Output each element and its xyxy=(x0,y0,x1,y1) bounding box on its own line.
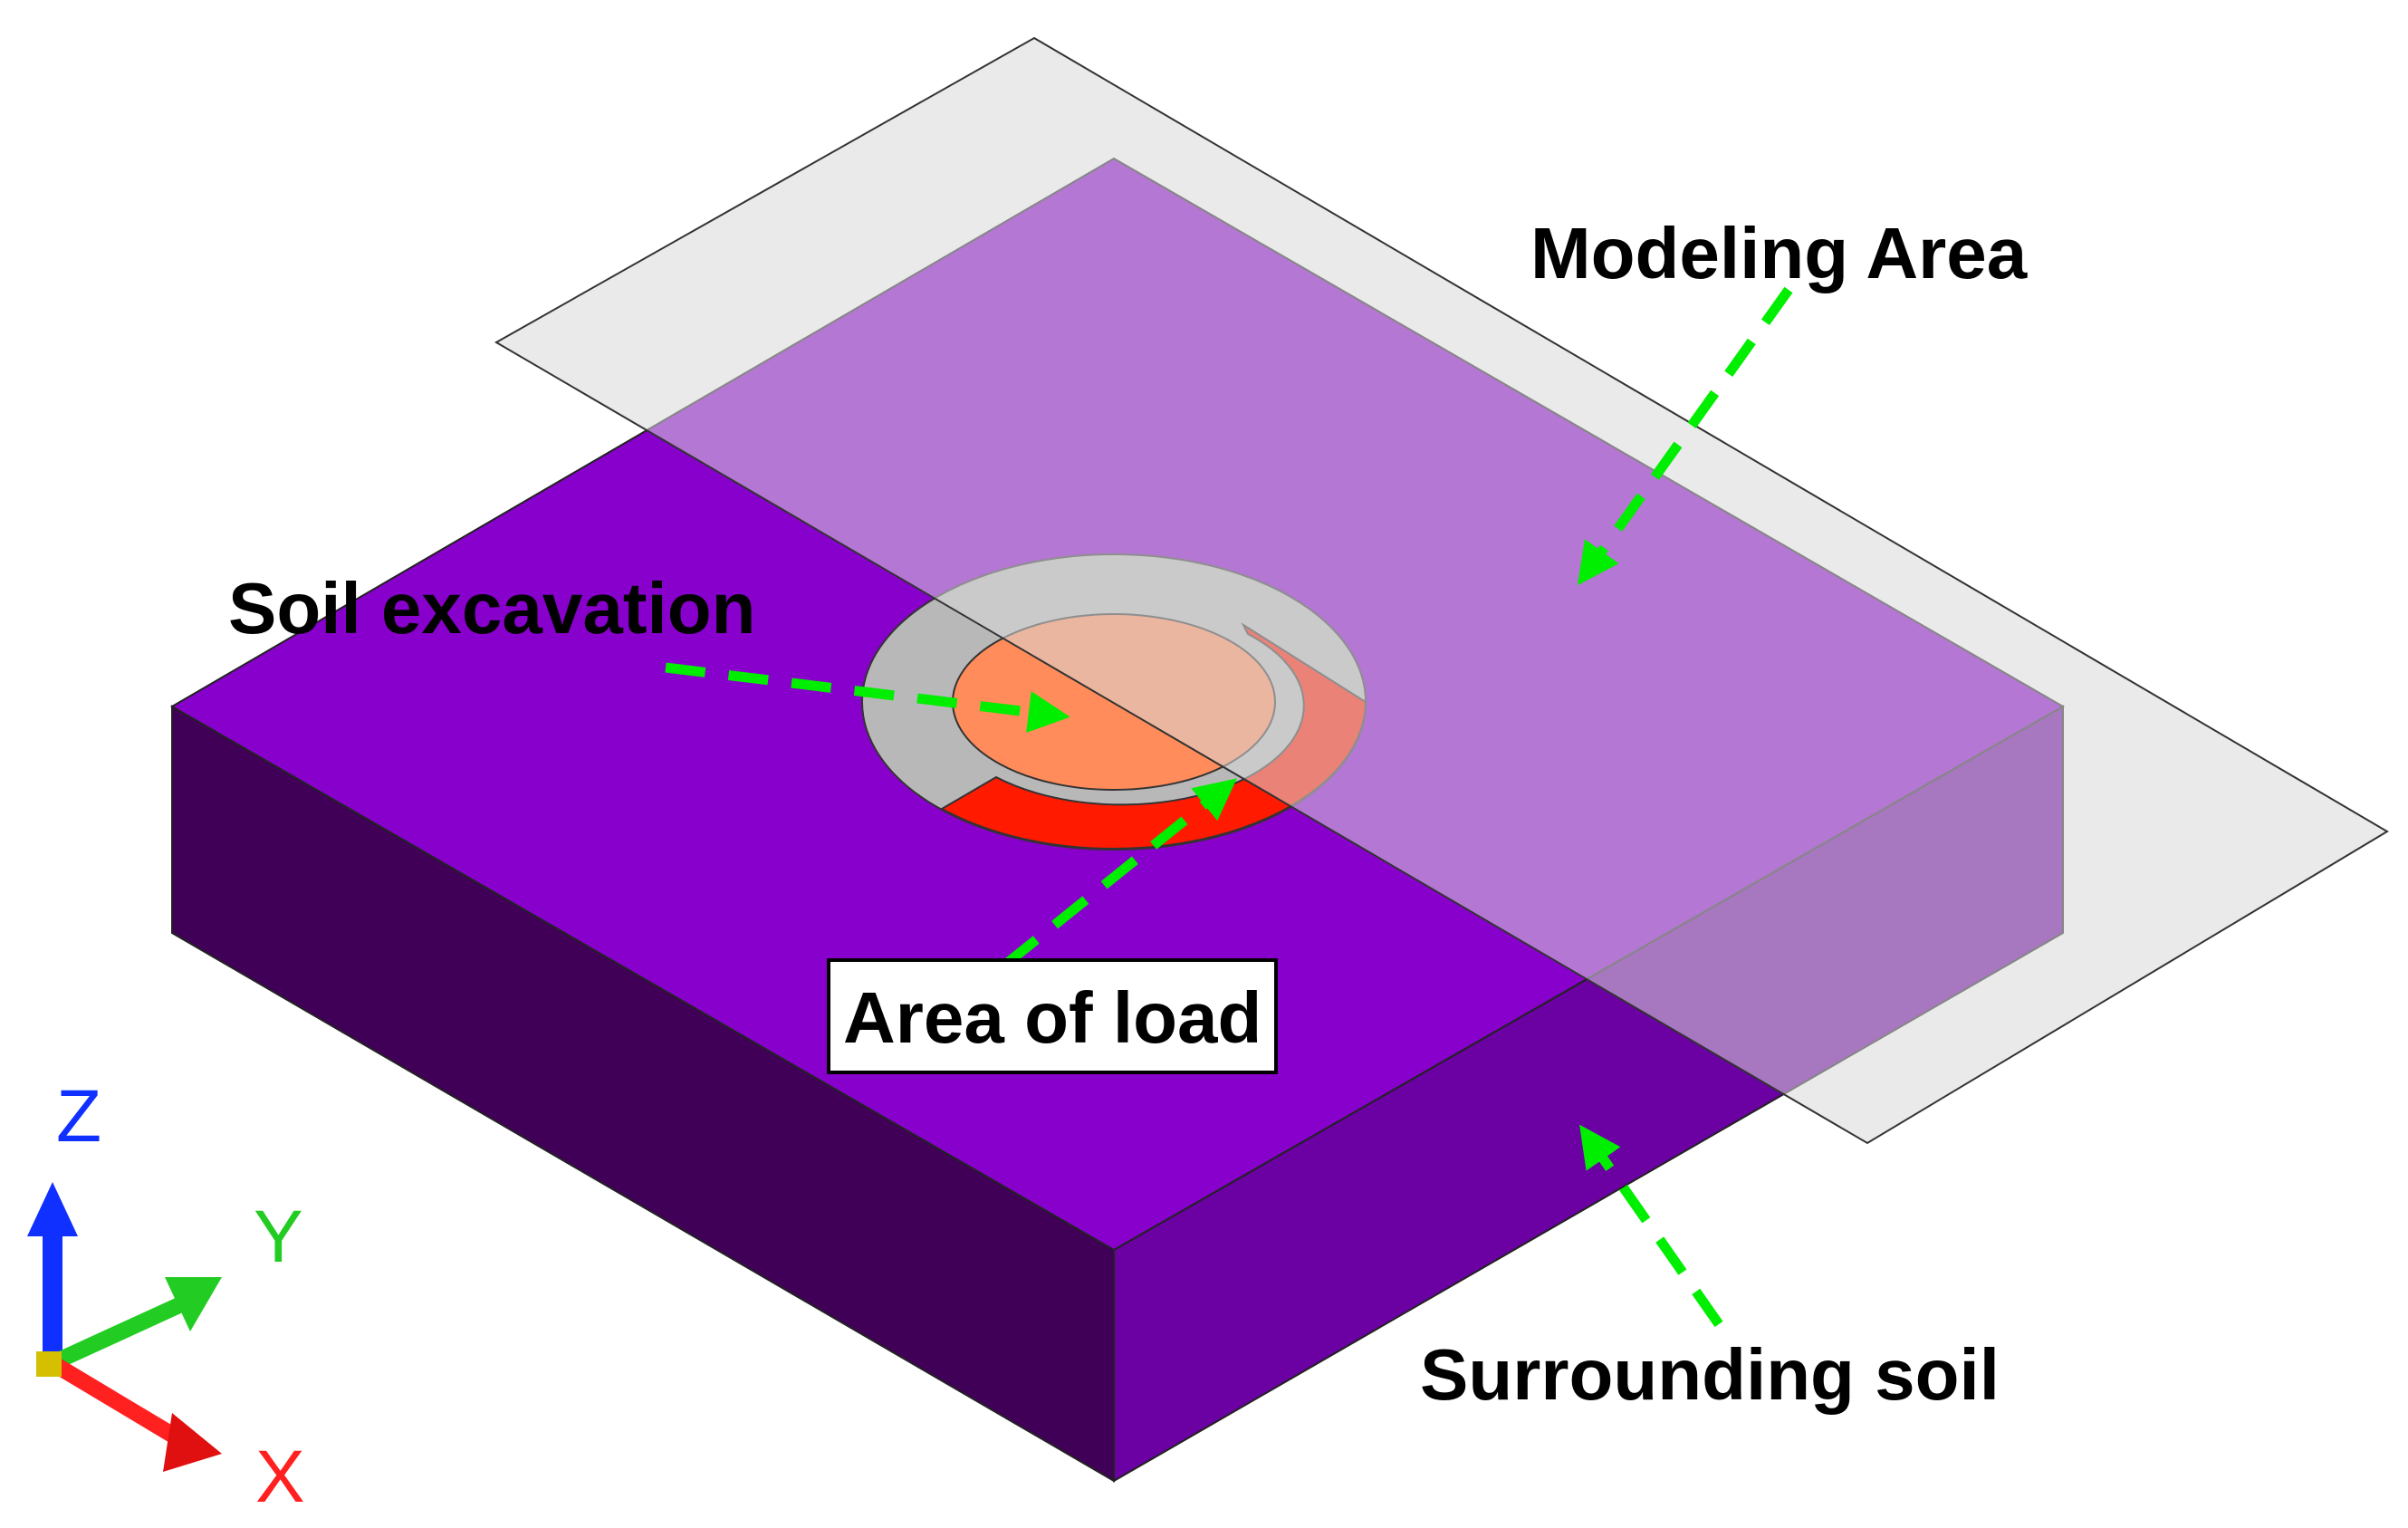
arrow-soil-excavation xyxy=(665,662,1070,733)
annotation-arrows xyxy=(665,286,1793,1328)
modeling-area-label: Modeling Area xyxy=(1530,213,2028,293)
soil-excavation-label: Soil excavation xyxy=(228,568,756,649)
area-of-load-label: Area of load xyxy=(827,958,1279,1074)
origin-marker xyxy=(36,1351,62,1377)
modeling-area-plane xyxy=(494,36,2389,1145)
coordinate-triad xyxy=(27,1182,222,1472)
z-axis-head xyxy=(27,1182,78,1236)
z-axis-label: Z xyxy=(56,1075,102,1158)
x-axis-arrow xyxy=(48,1356,186,1447)
arrow-area-of-load xyxy=(1002,778,1237,969)
y-axis-arrow xyxy=(49,1296,185,1371)
y-axis-label: Y xyxy=(254,1196,303,1278)
arrow-surrounding-soil xyxy=(1579,1124,1723,1328)
x-axis-head xyxy=(163,1413,222,1472)
surrounding-soil-label: Surrounding soil xyxy=(1420,1334,2000,1415)
arrow-modeling-area xyxy=(1577,286,1793,586)
x-axis-label: X xyxy=(255,1436,305,1518)
y-axis-head xyxy=(165,1277,222,1331)
